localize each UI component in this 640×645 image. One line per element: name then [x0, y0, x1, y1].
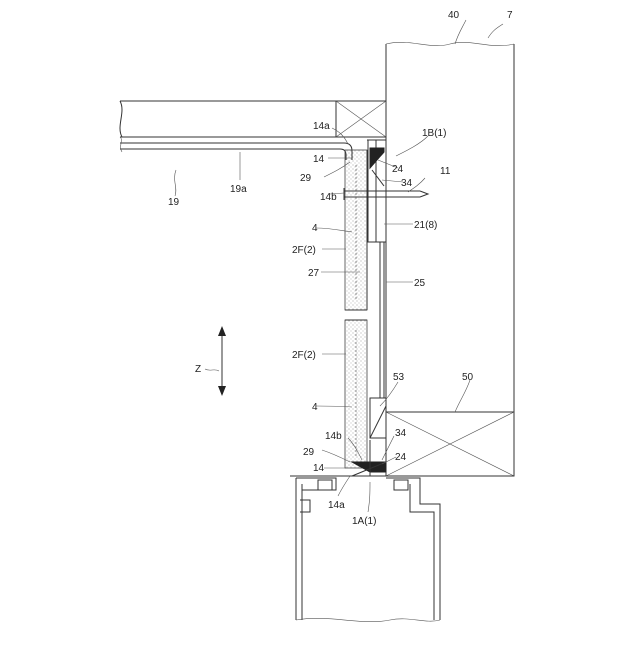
label-40: 40 — [448, 10, 460, 21]
label-21: 21(8) — [414, 220, 437, 231]
label-11: 11 — [440, 166, 451, 177]
label-19a: 19a — [230, 184, 247, 195]
label-1A: 1A(1) — [352, 516, 376, 527]
label-29-bot: 29 — [303, 447, 315, 458]
label-2F-top: 2F(2) — [292, 245, 316, 256]
z-direction-arrow — [205, 326, 226, 396]
label-29-top: 29 — [300, 173, 312, 184]
label-34-top: 34 — [401, 178, 413, 189]
label-2F-bot: 2F(2) — [292, 350, 316, 361]
label-4-bot: 4 — [312, 402, 318, 413]
label-14-bot: 14 — [313, 463, 325, 474]
label-14-top: 14 — [313, 154, 325, 165]
label-4-top: 4 — [312, 223, 318, 234]
rail-21 — [380, 242, 384, 398]
label-14a-top: 14a — [313, 121, 330, 132]
bracket-53 — [370, 398, 386, 438]
wall-40 — [386, 42, 514, 412]
label-24-bot: 24 — [395, 452, 407, 463]
label-53: 53 — [393, 372, 405, 383]
label-14b-bot: 14b — [325, 431, 342, 442]
panel-upper — [345, 150, 367, 310]
label-7: 7 — [507, 10, 513, 21]
label-34-bot: 34 — [395, 428, 407, 439]
label-27: 27 — [308, 268, 320, 279]
label-1B: 1B(1) — [422, 128, 446, 139]
label-14b-top: 14b — [320, 192, 337, 203]
label-24-top: 24 — [392, 164, 404, 175]
label-50: 50 — [462, 372, 474, 383]
label-14a-bot: 14a — [328, 500, 345, 511]
label-Z: Z — [195, 364, 201, 375]
sill-profile — [296, 478, 440, 622]
label-19: 19 — [168, 197, 180, 208]
label-25: 25 — [414, 278, 426, 289]
panel-lower — [345, 320, 367, 468]
